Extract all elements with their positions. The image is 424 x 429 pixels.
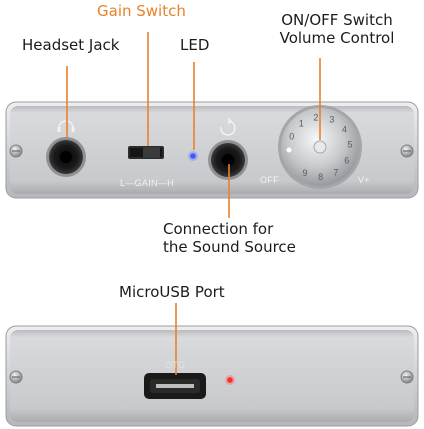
callout-onoff-line2: Volume Control: [279, 29, 395, 47]
screw-icon: [9, 144, 23, 158]
callout-headset-jack: Headset Jack: [22, 36, 120, 54]
screw-icon: [9, 370, 23, 384]
callout-microusb: MicroUSB Port: [119, 283, 225, 301]
dial-mark: 2: [313, 112, 318, 122]
dial-mark: 7: [333, 167, 338, 177]
microusb-port[interactable]: [144, 373, 206, 399]
headset-jack[interactable]: [46, 137, 86, 177]
callout-source-line1: Connection for: [163, 220, 274, 238]
screw-icon: [400, 370, 414, 384]
vplus-label: V+: [358, 175, 370, 185]
dial-mark: 9: [302, 168, 307, 178]
callout-onoff-line1: ON/OFF Switch: [281, 11, 393, 29]
dial-mark: 6: [344, 156, 349, 166]
off-label: OFF: [260, 175, 279, 185]
top-panel: 012 345 678 9: [5, 101, 419, 199]
callout-source: Connection for the Sound Source: [163, 220, 296, 256]
audio-input-icon: [220, 117, 236, 136]
callout-onoff: ON/OFF Switch Volume Control: [262, 11, 412, 47]
callout-led: LED: [180, 36, 210, 54]
callout-lines: [66, 32, 321, 375]
gain-switch[interactable]: [128, 146, 164, 159]
led-indicator-red: [225, 375, 235, 385]
dial-mark: 4: [342, 125, 347, 135]
screw-icon: [400, 144, 414, 158]
gain-label: L—GAIN—H: [120, 178, 174, 188]
dial-mark: 8: [318, 172, 323, 182]
otg-label: OTG: [165, 360, 186, 370]
volume-knob[interactable]: 012 345 678 9: [278, 105, 362, 189]
source-jack[interactable]: [208, 140, 248, 180]
dial-mark: 5: [347, 140, 352, 150]
callout-gain-switch: Gain Switch: [97, 2, 186, 20]
dial-mark: 0: [289, 132, 294, 142]
dial-mark: 1: [299, 119, 304, 129]
bottom-panel: [5, 325, 419, 427]
dial-mark: 3: [329, 115, 334, 125]
callout-source-line2: the Sound Source: [163, 238, 296, 256]
headphones-icon: [57, 120, 75, 132]
led-indicator-blue: [188, 151, 198, 161]
